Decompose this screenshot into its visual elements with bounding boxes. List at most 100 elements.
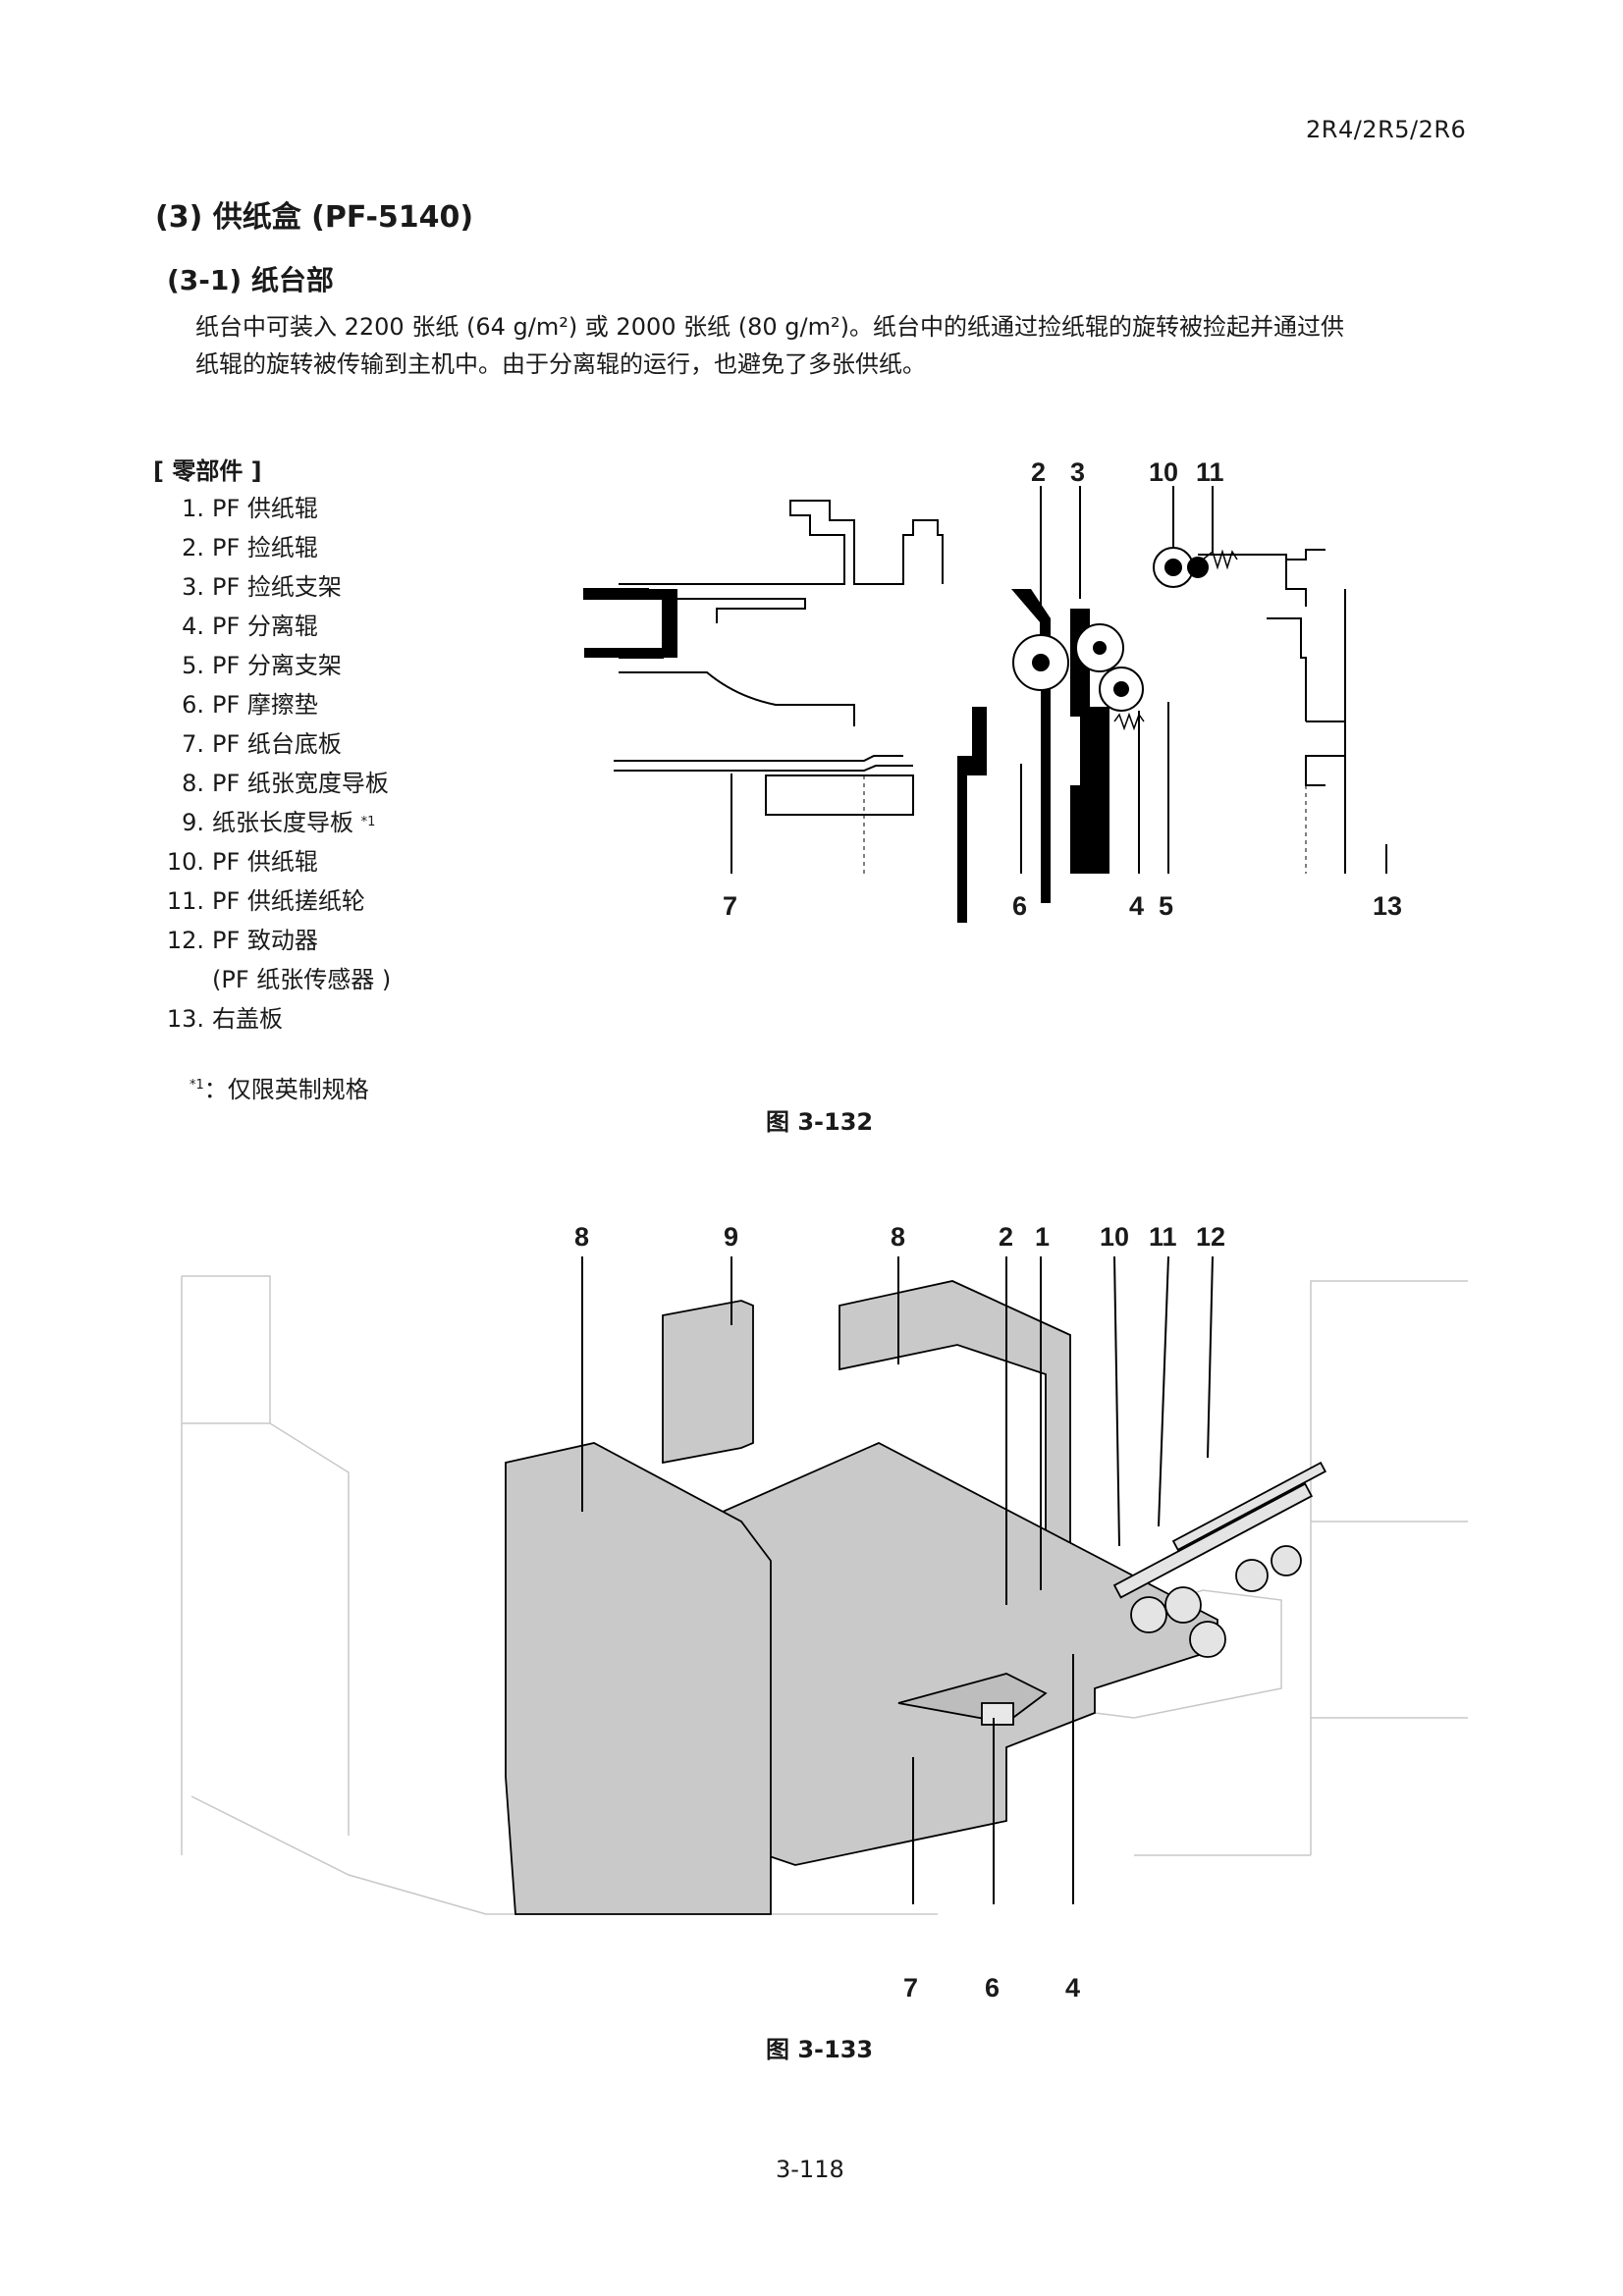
callout-7: 7 — [723, 891, 738, 921]
parts-item-label: PF 致动器 — [212, 927, 318, 954]
parts-title: [ 零部件 ] — [153, 457, 262, 485]
parts-item-label: 纸张长度导板 — [212, 809, 353, 836]
parts-item-number: 12. — [166, 927, 204, 954]
machine-outline-right — [1134, 1280, 1468, 1856]
parts-item-label: PF 捡纸支架 — [212, 573, 342, 601]
figure-caption-132: 图 3-132 — [766, 1108, 874, 1136]
feed-pulley — [1271, 1545, 1302, 1576]
callout-10: 10 — [1149, 457, 1179, 487]
callout-11: 11 — [1149, 1222, 1177, 1252]
parts-item-label: PF 供纸辊 — [212, 495, 318, 522]
parts-item-number: 7. — [182, 730, 204, 758]
parts-item: 5. PF 分离支架 — [147, 646, 391, 685]
feed-channel — [619, 671, 855, 726]
description: 纸台中可装入 2200 张纸 (64 g/m²) 或 2000 张纸 (80 g… — [195, 308, 1501, 383]
footnote-mark: *1 — [189, 1078, 204, 1093]
cross-section-diagram — [583, 486, 1387, 923]
parts-item: 8. PF 纸张宽度导板 — [147, 764, 391, 803]
lower-plate-bottom — [614, 765, 913, 772]
parts-item-label: PF 供纸辊 — [212, 848, 318, 876]
parts-item-label: PF 分离支架 — [212, 652, 342, 679]
callout-10: 10 — [1100, 1222, 1130, 1252]
parts-item-label: PF 纸台底板 — [212, 730, 342, 758]
callout-1: 1 — [1035, 1222, 1051, 1252]
lower-plate-top — [614, 755, 903, 762]
right-bracket — [1267, 617, 1307, 721]
right-upper — [1286, 549, 1325, 561]
description-line-2: 纸辊的旋转被传输到主机中。由于分离辊的运行，也避免了多张供纸。 — [195, 350, 926, 378]
figure-caption-133: 图 3-133 — [766, 2036, 874, 2063]
figure-3-133 — [152, 1227, 1488, 1944]
callout-11: 11 — [1196, 457, 1224, 487]
parts-item-label: PF 捡纸辊 — [212, 534, 318, 561]
parts-item-number: 6. — [182, 691, 204, 719]
parts-item-label: PF 分离辊 — [212, 613, 318, 640]
callout-7: 7 — [903, 1973, 919, 2002]
upper-roller — [1235, 1559, 1269, 1592]
separation-roller — [1189, 1621, 1226, 1658]
callout-13: 13 — [1373, 891, 1403, 921]
parts-item-number: 2. — [182, 534, 204, 561]
parts-item: 11.PF 供纸搓纸轮 — [147, 881, 391, 921]
parts-item-number: 1. — [182, 495, 204, 522]
roller-shaft — [1112, 1482, 1314, 1599]
callout-2: 2 — [999, 1222, 1014, 1252]
description-line-1: 纸台中可装入 2200 张纸 (64 g/m²) 或 2000 张纸 (80 g… — [195, 313, 1344, 341]
friction-pad — [981, 1702, 1014, 1726]
figure-3-132 — [583, 461, 1453, 923]
callout-4: 4 — [1065, 1973, 1081, 2002]
parts-item: (PF 纸张传感器 ) — [147, 960, 391, 999]
callout-12: 12 — [1196, 1222, 1226, 1252]
right-frame — [957, 707, 987, 923]
right-cover-frame — [1070, 609, 1109, 874]
feed-roller — [1164, 1586, 1202, 1624]
upper-guide — [677, 598, 806, 623]
parts-item: 1. PF 供纸辊 — [147, 489, 391, 528]
parts-item: 7. PF 纸台底板 — [147, 724, 391, 764]
parts-item-label: PF 纸张宽度导板 — [212, 770, 389, 797]
isometric-diagram — [181, 1255, 1468, 1915]
section-subtitle: (3-1) 纸台部 — [167, 264, 334, 296]
leader-12 — [1207, 1255, 1214, 1459]
far-right-rail — [1305, 721, 1346, 786]
callout-2: 2 — [1031, 457, 1047, 487]
machine-outline — [181, 1275, 350, 1855]
pickup-roller — [1130, 1596, 1167, 1633]
parts-item: 10. PF 供纸辊 — [147, 842, 391, 881]
housing-outline — [619, 500, 944, 585]
feed-pulley — [1187, 557, 1209, 578]
footnote-text: ：仅限英制规格 — [203, 1076, 369, 1103]
feed-roller-core — [1093, 641, 1107, 655]
parts-item-number: 9. — [182, 809, 204, 836]
roller-group — [1012, 547, 1209, 712]
model-number: 2R4/2R5/2R6 — [1306, 116, 1467, 143]
parts-item-note: *1 — [360, 815, 376, 829]
parts-list: 1. PF 供纸辊 2. PF 捡纸辊 3. PF 捡纸支架 4. PF 分离辊 5. P… — [147, 489, 391, 1039]
section-title: (3) 供纸盒 (PF-5140) — [155, 200, 474, 235]
parts-item: 6.PF 摩擦垫 — [147, 685, 391, 724]
front-width-guide — [505, 1442, 772, 1915]
page-number: 3-118 — [776, 2156, 844, 2183]
footnote: *1：仅限英制规格 — [189, 1070, 369, 1104]
parts-item-number: 4. — [182, 613, 204, 640]
parts-item-label: (PF 纸张传感器 ) — [212, 966, 392, 993]
parts-item-number: 8. — [182, 770, 204, 797]
parts-item-label: PF 供纸搓纸轮 — [212, 887, 365, 915]
parts-item: 2. PF 捡纸辊 — [147, 528, 391, 567]
leader-11 — [1158, 1255, 1169, 1527]
upper-feed-roller-core — [1164, 559, 1182, 576]
parts-item-number: 10. — [166, 848, 204, 876]
parts-item: 9. 纸张长度导板 *1 — [147, 803, 391, 842]
parts-item-number: 3. — [182, 573, 204, 601]
parts-item: 12. PF 致动器 — [147, 921, 391, 960]
callout-8-left: 8 — [574, 1222, 590, 1252]
leader-10 — [1113, 1255, 1120, 1547]
separation-roller-core — [1113, 681, 1129, 697]
pickup-roller-core — [1032, 654, 1050, 671]
left-housing — [584, 589, 677, 658]
callout-6: 6 — [1012, 891, 1028, 921]
parts-item: 3. PF 捡纸支架 — [147, 567, 391, 607]
callout-4: 4 — [1129, 891, 1145, 921]
parts-item-number: 5. — [182, 652, 204, 679]
top-rail — [1198, 554, 1307, 607]
